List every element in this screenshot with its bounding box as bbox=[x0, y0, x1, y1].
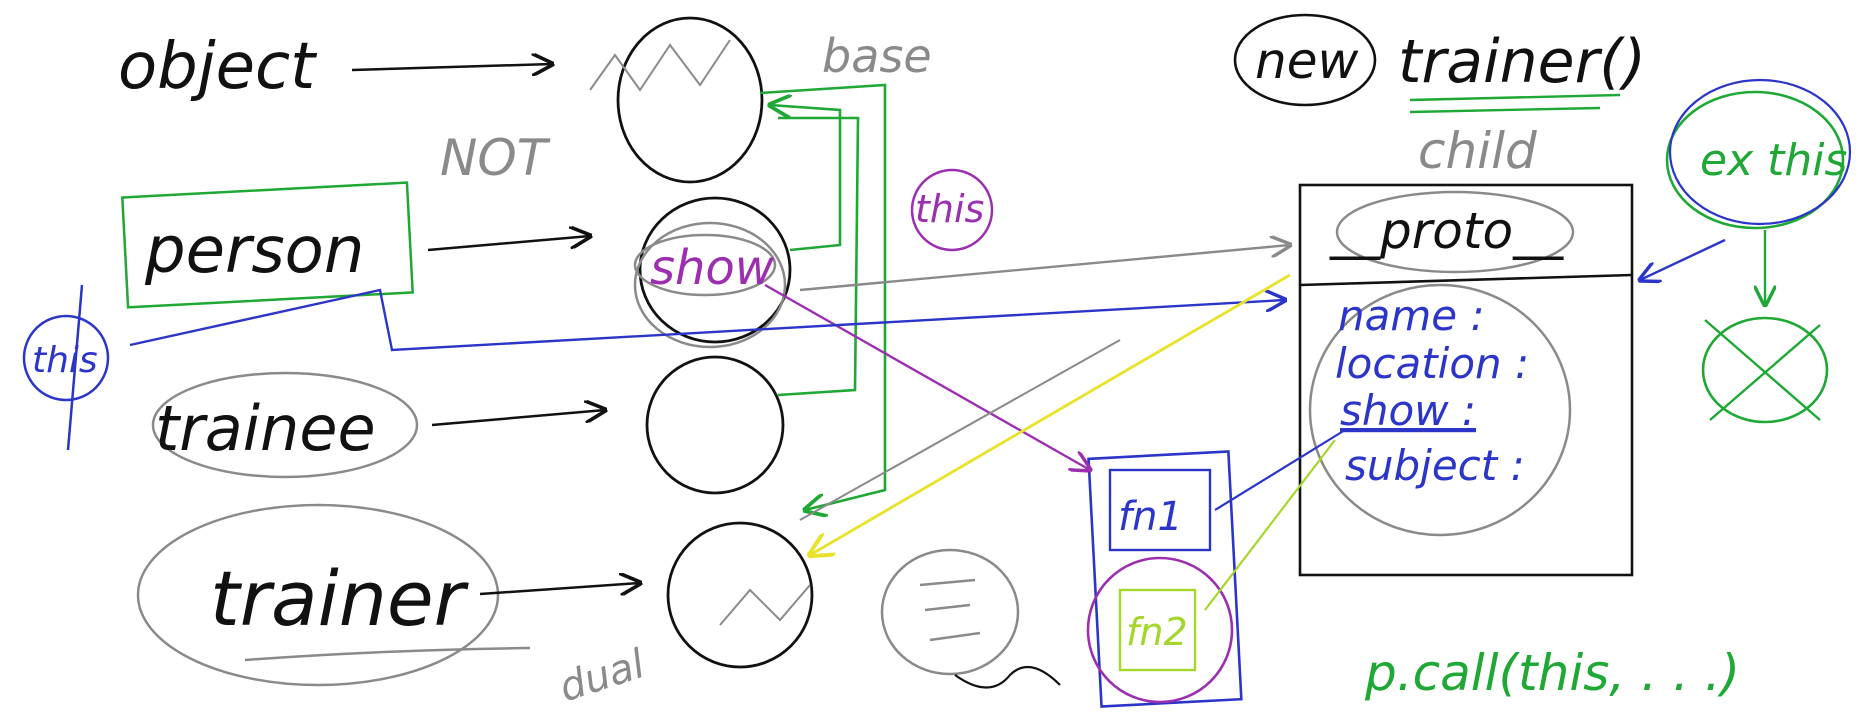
black-squiggle bbox=[954, 665, 1061, 689]
dual-label: dual bbox=[554, 641, 650, 711]
trainer-call-label: trainer() bbox=[1398, 27, 1646, 97]
arrow-trainer bbox=[479, 583, 640, 594]
person-prototype-circle bbox=[638, 196, 792, 344]
base-label: base bbox=[822, 29, 932, 83]
trainer-underline bbox=[244, 646, 531, 662]
gray-arrow-person-proto bbox=[799, 245, 1290, 292]
gray-e-circle bbox=[880, 548, 1020, 676]
fn1-label: fn1 bbox=[1118, 494, 1183, 540]
proto-separator bbox=[1299, 273, 1633, 287]
this-green-label: ex this bbox=[1700, 135, 1847, 186]
trainer-prototype-circle bbox=[666, 521, 814, 669]
fn2-box bbox=[1118, 588, 1197, 672]
this-left-circle bbox=[22, 314, 110, 402]
arrow-person bbox=[427, 236, 590, 252]
instance-box bbox=[1298, 183, 1634, 577]
blue-line-show-fn1 bbox=[1214, 429, 1346, 511]
arrow-trainee bbox=[431, 410, 605, 427]
fn2-circle bbox=[1086, 556, 1234, 704]
green-chain-person bbox=[770, 105, 842, 252]
blue-line-person-instance bbox=[129, 288, 1285, 352]
this-left-label: this bbox=[32, 340, 98, 381]
nop-label: NOT bbox=[440, 129, 551, 187]
new-keyword-label: new bbox=[1255, 32, 1358, 90]
arrow-object bbox=[351, 64, 552, 70]
prop-show: show : bbox=[1340, 386, 1476, 435]
person-box bbox=[121, 181, 414, 309]
proto-highlight bbox=[1335, 190, 1575, 274]
trainer-label: trainer bbox=[210, 554, 470, 643]
green-chain-outer bbox=[759, 83, 887, 510]
green-crossed-circle bbox=[1701, 316, 1829, 424]
gray-e-glyph bbox=[919, 578, 981, 642]
trainer-outline bbox=[136, 503, 500, 687]
purple-arrow-show-fn1 bbox=[764, 283, 1090, 470]
this-green-blue-overlay bbox=[1668, 78, 1852, 226]
green-chain-inner bbox=[777, 116, 860, 397]
new-keyword-circle bbox=[1233, 13, 1377, 107]
proto-label: __proto__ bbox=[1329, 202, 1564, 260]
prop-location: location : bbox=[1335, 339, 1529, 388]
this-left-strike bbox=[66, 284, 84, 451]
pcall-label: p.call(this, . . .) bbox=[1364, 644, 1740, 702]
yellow-arrow-instance-trainer bbox=[810, 273, 1291, 555]
props-gray-circle bbox=[1308, 283, 1572, 537]
trainer-call-underline bbox=[1409, 93, 1621, 114]
this-purple-label: this bbox=[915, 187, 984, 231]
gray-scribble-bottom bbox=[719, 584, 811, 626]
show-highlight bbox=[633, 233, 777, 297]
object-prototype-circle bbox=[616, 16, 764, 184]
person-label: person bbox=[144, 214, 364, 288]
fn1-box bbox=[1108, 468, 1212, 552]
object-label: object bbox=[118, 30, 318, 104]
prop-subject: subject : bbox=[1345, 441, 1525, 490]
this-green-circle bbox=[1665, 90, 1845, 230]
show-left-label: show bbox=[650, 240, 775, 296]
gray-diag-trainer-instance bbox=[799, 339, 1121, 521]
green-cross bbox=[1704, 319, 1821, 421]
object-props-list: name : location : show : subject : bbox=[1335, 291, 1529, 490]
trainee-label: trainee bbox=[155, 392, 376, 465]
trainee-outline bbox=[151, 371, 419, 479]
person-prototype-gray-overlay bbox=[633, 221, 787, 349]
trainee-prototype-circle bbox=[645, 355, 785, 495]
child-label: child bbox=[1418, 122, 1537, 180]
blue-arrow-this-proto bbox=[1640, 238, 1726, 280]
gray-scribble-top bbox=[589, 39, 731, 92]
prop-name: name : bbox=[1338, 291, 1485, 340]
this-purple-circle bbox=[910, 168, 994, 252]
fn2-label: fn2 bbox=[1126, 610, 1188, 654]
lime-line-subject-fn2 bbox=[1204, 439, 1336, 611]
functions-box bbox=[1087, 450, 1243, 708]
